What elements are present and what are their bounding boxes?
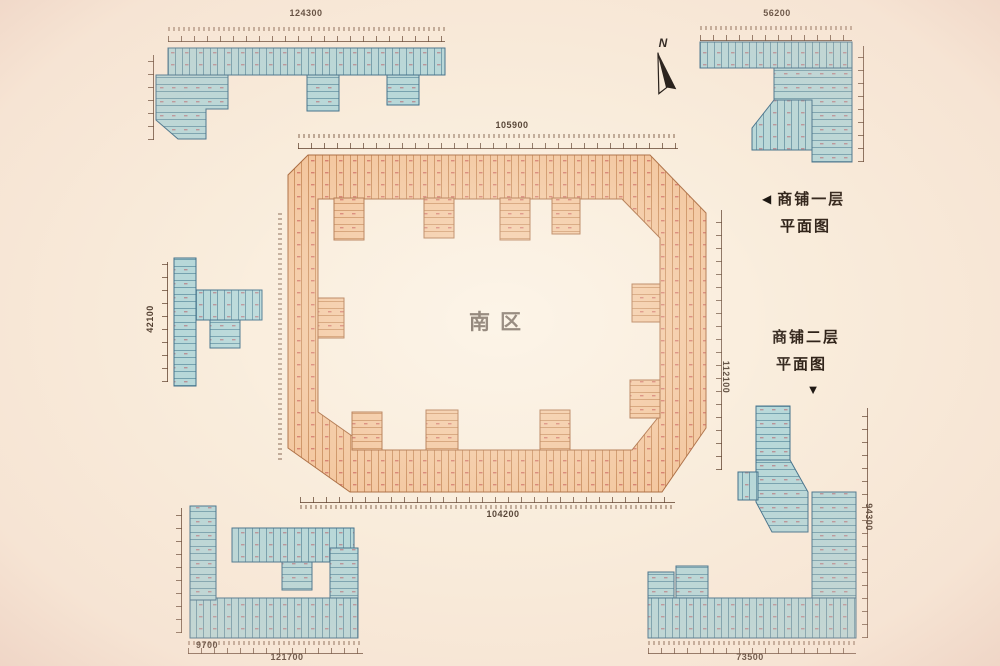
dim-top-left-total: 124300 (289, 8, 323, 18)
dimension-chain (168, 27, 445, 31)
stair-core (631, 283, 661, 323)
stair-core (209, 319, 241, 349)
stair-core (629, 379, 661, 419)
stair-core (423, 197, 455, 239)
building-top-right (699, 41, 853, 163)
stair-core (281, 561, 313, 591)
stair-core (386, 74, 420, 106)
dimension-chain (648, 641, 856, 645)
dim-center-right-total: 112100 (721, 360, 731, 394)
legend-floor2-subtitle: 平面图 (776, 356, 828, 373)
dimension-chain (168, 36, 445, 42)
dim-bottom-left-sub: 9700 (195, 640, 219, 650)
stair-core (317, 297, 345, 339)
region-label: 南区 (469, 311, 531, 334)
legend-floor1-title: 商铺一层 (777, 191, 846, 208)
arrow-left-icon: ◀ (762, 191, 772, 206)
dimension-chain (278, 210, 282, 460)
building-bottom-left (189, 505, 359, 639)
stair-core (499, 197, 531, 241)
dimension-chain (700, 35, 852, 41)
building-top-left (155, 47, 446, 140)
stair-core (425, 409, 459, 451)
dim-bottom-right-total: 73500 (736, 652, 764, 662)
dimension-chain (176, 508, 182, 633)
legend-floor1-subtitle: 平面图 (780, 218, 832, 235)
dimension-chain (858, 46, 864, 162)
building-west (173, 257, 263, 387)
stair-core (551, 197, 581, 235)
dimension-chain (162, 262, 168, 382)
stair-core (751, 99, 813, 151)
dimension-chain (700, 26, 852, 30)
dimension-chain (148, 55, 154, 140)
arrow-down-icon: ▼ (806, 382, 820, 397)
north-compass: N (646, 36, 680, 101)
stair-core (675, 565, 709, 599)
stair-core (539, 409, 571, 451)
legend-floor2-title: 商铺二层 (772, 329, 841, 346)
legend-floor2: 商铺二层 平面图 ▼ (772, 326, 840, 397)
stair-core (333, 197, 365, 241)
dim-top-right-total: 56200 (763, 8, 791, 18)
dimension-chain (298, 143, 678, 149)
dimension-chain (298, 134, 678, 138)
dim-center-top-total: 105900 (495, 120, 529, 130)
dimension-chain (300, 497, 675, 503)
stair-core (647, 571, 675, 599)
dim-bottom-left-total: 121700 (270, 652, 304, 662)
dim-west-total: 42100 (145, 305, 155, 333)
stair-core (306, 74, 340, 112)
stair-core (351, 411, 383, 451)
compass-north-label: N (658, 36, 668, 50)
legend-floor1: ◀ 商铺一层 平面图 (762, 188, 845, 236)
stair-core (737, 471, 759, 501)
compass-needle-icon (657, 52, 677, 95)
dim-bottom-right-side-total: 94300 (864, 503, 874, 531)
dim-center-bottom-total: 104200 (486, 509, 520, 519)
